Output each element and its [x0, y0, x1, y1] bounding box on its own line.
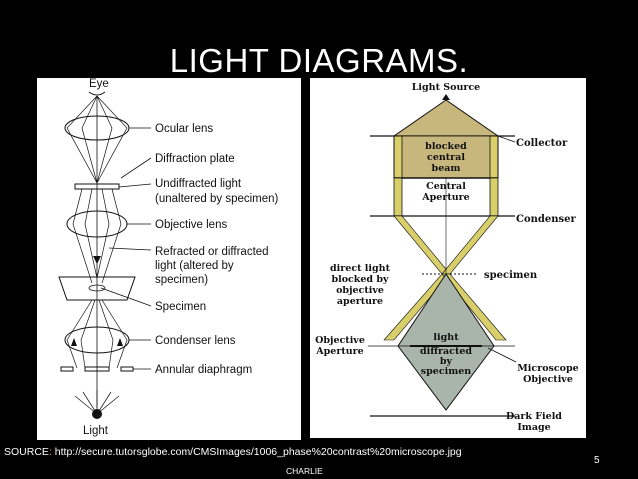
central-aperture-label-2: Aperture — [421, 192, 469, 203]
microscope-objective-label-1: Microscope — [517, 363, 578, 374]
microscope-objective-pointer — [487, 347, 517, 363]
blocked-label-1: blocked — [425, 141, 467, 152]
condenser-lens-label: Condenser lens — [155, 335, 236, 347]
left-converging-beam — [393, 215, 451, 275]
diffracted-label-2: diffracted — [420, 346, 472, 357]
annular-right — [120, 366, 134, 372]
refracted-light-label-2: light (altered by — [155, 260, 234, 272]
specimen-shape — [88, 284, 106, 292]
page-number: 5 — [594, 455, 600, 466]
collector-pointer — [497, 135, 516, 143]
right-diverging-beam — [441, 273, 507, 341]
direct-light-label-4: aperture — [337, 296, 383, 307]
ray-arrow-3 — [117, 338, 123, 346]
eye-label: Eye — [89, 78, 109, 90]
diffraction-plate-shape — [74, 183, 120, 190]
ray-arrow-2 — [71, 338, 77, 346]
slide-title: LIGHT DIAGRAMS. — [169, 42, 469, 79]
dark-field-diagram: Light Source Collector blocked central b… — [315, 82, 579, 433]
refracted-light-label-1: Refracted or diffracted — [155, 246, 269, 258]
dark-field-label-2: Image — [517, 422, 550, 433]
author-name: CHARLIE — [286, 466, 323, 476]
light-source-label: Light Source — [412, 82, 480, 93]
objective-lens-label: Objective lens — [155, 219, 227, 231]
diffracted-label-4: specimen — [421, 366, 472, 377]
left-beam — [393, 177, 403, 217]
diffraction-plate-label: Diffraction plate — [155, 153, 235, 165]
source-caption: SOURCE: http://secure.tutorsglobe.com/CM… — [4, 446, 462, 458]
diffracted-label-3: by — [440, 356, 453, 367]
diffracted-label-1: light — [433, 332, 459, 343]
specimen-stage-shape — [58, 276, 136, 301]
dark-field-label-1: Dark Field — [506, 411, 562, 422]
eye-icon — [88, 91, 106, 96]
light-source-marker — [442, 94, 450, 100]
microscope-objective-label-2: Objective — [523, 374, 573, 385]
specimen-label: Specimen — [155, 301, 206, 313]
annular-left — [60, 366, 74, 372]
objective-rays — [72, 188, 122, 284]
condenser-rays — [66, 299, 128, 369]
source-label: SOURCE — [4, 446, 49, 458]
objective-aperture-label-2: Aperture — [315, 346, 363, 357]
annular-diaphragm-label: Annular diaphragm — [155, 364, 252, 376]
pointer-lines — [100, 127, 152, 370]
collector-cone — [392, 99, 500, 137]
collector-label: Collector — [516, 138, 568, 149]
undiffracted-light-label-2: (unaltered by specimen) — [155, 193, 279, 205]
blocked-label-2: central — [427, 152, 465, 163]
direct-light-label-3: objective — [336, 285, 384, 296]
condenser-label: Condenser — [516, 214, 577, 225]
objective-aperture-label-1: Objective — [315, 335, 365, 346]
specimen-label-right: specimen — [484, 270, 538, 281]
blocked-central-beam-box — [401, 135, 491, 179]
source-url[interactable]: http://secure.tutorsglobe.com/CMSImages/… — [54, 446, 462, 458]
source-separator: : — [48, 446, 52, 458]
refracted-light-label-3: specimen) — [155, 274, 208, 286]
light-label: Light — [83, 425, 109, 437]
blocked-label-3: beam — [432, 163, 461, 174]
right-beam — [489, 177, 499, 217]
ray-arrow-1 — [93, 256, 101, 264]
direct-light-label-1: direct light — [330, 263, 391, 274]
light-source-rays — [74, 390, 120, 415]
undiffracted-light-label-1: Undiffracted light — [155, 178, 242, 190]
phase-contrast-diagram: Eye Light — [58, 78, 279, 437]
phase-contrast-diagram-panel: Eye Light — [37, 78, 301, 440]
ocular-rays — [66, 95, 128, 184]
direct-light-label-2: blocked by — [331, 274, 389, 285]
dark-field-diagram-panel: Light Source Collector blocked central b… — [310, 78, 586, 438]
right-converging-beam — [441, 215, 499, 275]
annular-center — [84, 366, 110, 372]
diffracted-light-diamond — [397, 273, 495, 411]
ocular-lens-label: Ocular lens — [155, 123, 213, 135]
